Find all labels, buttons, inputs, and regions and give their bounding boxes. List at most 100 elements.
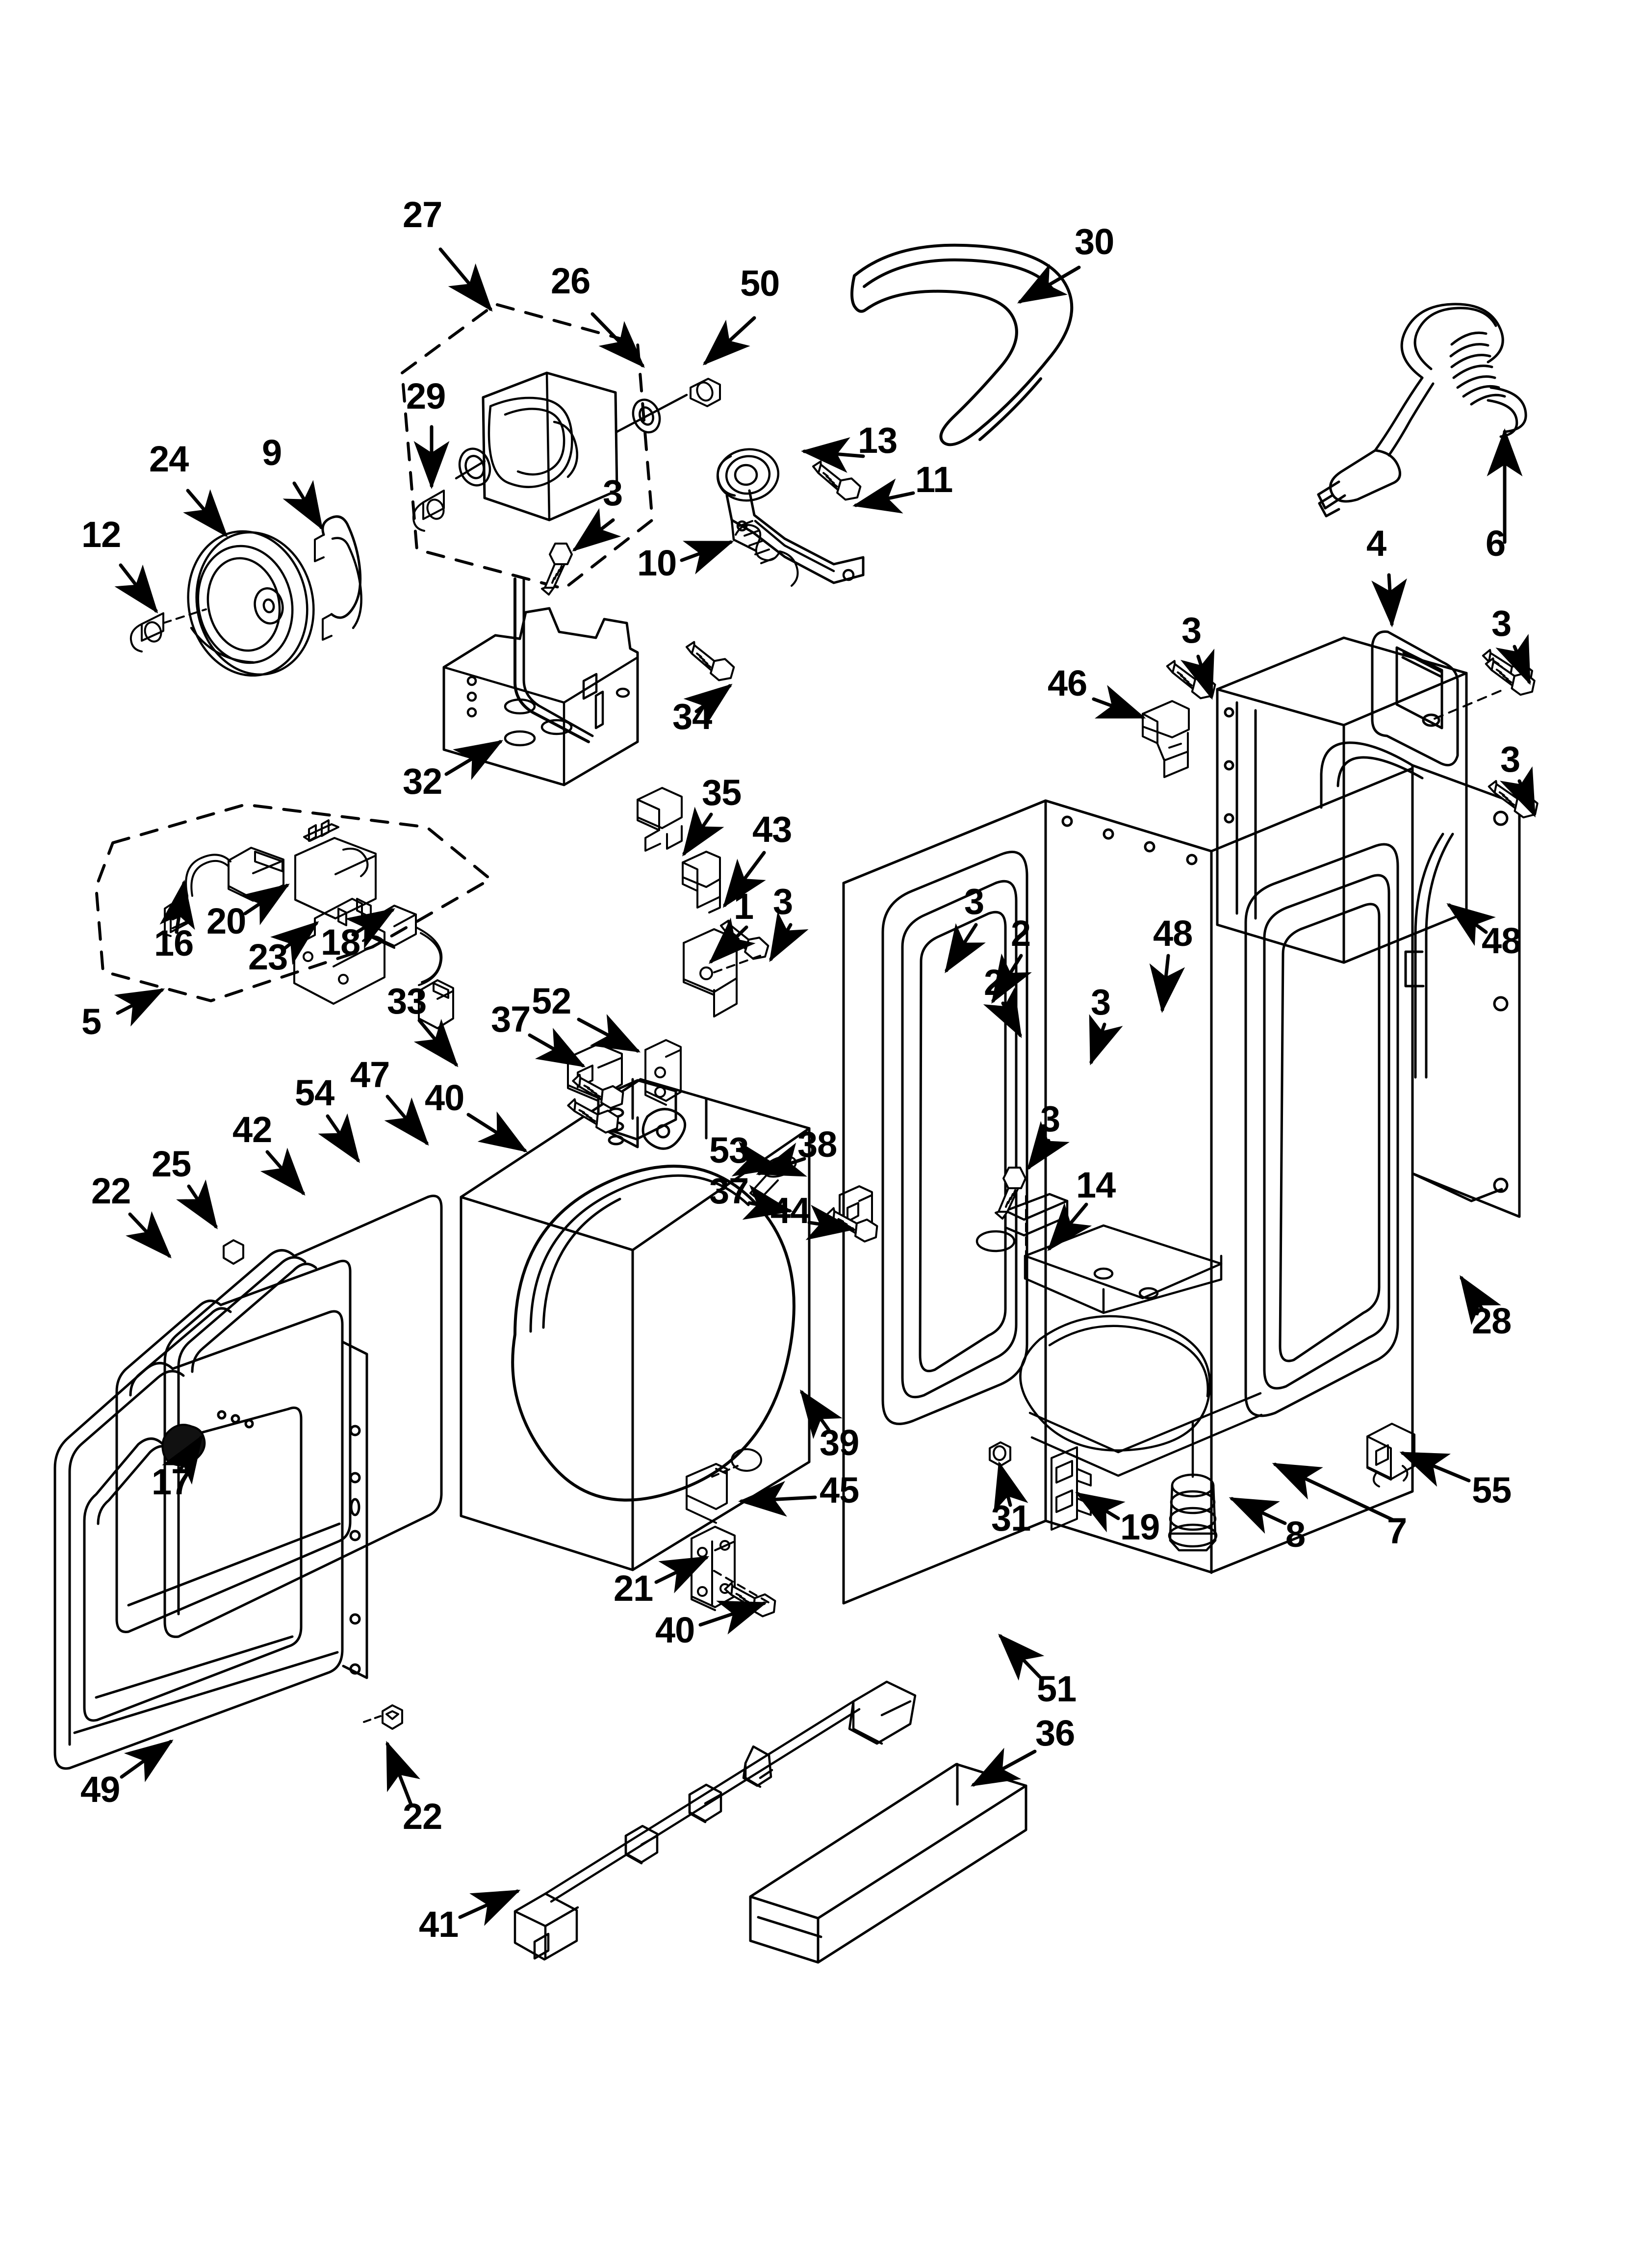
callout-number: 3 bbox=[1040, 1098, 1060, 1139]
callout-leader-arrow bbox=[120, 1739, 174, 1782]
callout-number: 48 bbox=[1153, 913, 1193, 954]
callout-number: 53 bbox=[709, 1130, 749, 1171]
callout-number: 3 bbox=[603, 472, 623, 513]
callout-number: 14 bbox=[1076, 1165, 1116, 1205]
callout-leader-arrow bbox=[466, 1111, 528, 1152]
callout-leader-arrow bbox=[680, 540, 734, 574]
callout-number: 42 bbox=[232, 1109, 272, 1150]
callout-number: 26 bbox=[551, 261, 590, 301]
callout-leader-arrow bbox=[698, 1600, 768, 1635]
callout-number: 51 bbox=[1037, 1668, 1077, 1709]
callout-number: 21 bbox=[614, 1568, 653, 1609]
callout-number: 2 bbox=[984, 962, 1004, 1003]
callout-number: 5 bbox=[81, 1001, 102, 1042]
callout-leader-arrow bbox=[1047, 1202, 1092, 1251]
callout-number: 9 bbox=[262, 432, 282, 473]
callout-leader-arrow bbox=[126, 1211, 172, 1259]
callout-number: 36 bbox=[1035, 1713, 1075, 1753]
callout-number: 45 bbox=[820, 1470, 859, 1511]
callout-number: 3 bbox=[1181, 610, 1202, 651]
callout-leader-arrow bbox=[769, 911, 809, 963]
callout-leader-arrow bbox=[345, 908, 395, 949]
callout-number: 16 bbox=[154, 923, 194, 964]
callout-leader-arrow bbox=[1371, 573, 1407, 627]
callout-leader-arrow bbox=[702, 316, 756, 365]
callout-number: 37 bbox=[709, 1171, 749, 1211]
callout-leader-arrow bbox=[1446, 903, 1496, 946]
callout-number: 17 bbox=[152, 1461, 191, 1502]
callout-leader-arrow bbox=[756, 1143, 807, 1177]
callout-number: 27 bbox=[403, 194, 442, 235]
callout-number: 40 bbox=[655, 1610, 695, 1650]
callout-number: 55 bbox=[1472, 1470, 1512, 1511]
callout-number: 7 bbox=[1387, 1511, 1407, 1551]
callout-leader-arrow bbox=[385, 1741, 420, 1806]
callout-leader-arrow bbox=[945, 923, 986, 973]
callout-number: 8 bbox=[1285, 1514, 1306, 1555]
callout-leader-arrow bbox=[270, 921, 319, 965]
callout-leader-arrow bbox=[1399, 1451, 1471, 1487]
callout-number: 18 bbox=[321, 922, 360, 963]
callout-leader-arrow bbox=[983, 987, 1022, 1039]
callout-leader-arrow bbox=[590, 312, 645, 368]
callout-number: 40 bbox=[425, 1077, 464, 1118]
callout-number: 25 bbox=[152, 1144, 191, 1184]
callout-leader-arrow bbox=[438, 247, 493, 312]
callout-leader-arrow bbox=[1026, 1121, 1070, 1171]
callout-number: 50 bbox=[740, 263, 780, 304]
callout-leader-arrow bbox=[183, 489, 228, 538]
callout-number: 46 bbox=[1048, 663, 1087, 704]
callout-leader-arrow bbox=[260, 1147, 306, 1196]
callout-number: 3 bbox=[1500, 739, 1520, 780]
callout-number: 3 bbox=[1491, 603, 1512, 644]
callout-leader-arrow bbox=[998, 1633, 1045, 1681]
callout-number: 30 bbox=[1075, 221, 1114, 262]
callout-leader-arrow bbox=[1229, 1497, 1287, 1534]
callout-number: 41 bbox=[419, 1904, 459, 1945]
callout-leader-arrow bbox=[1089, 1014, 1123, 1066]
callout-leader-arrow bbox=[1180, 649, 1215, 700]
callout-leader-arrow bbox=[852, 478, 915, 514]
callout-leader-arrow bbox=[683, 683, 733, 728]
callout-leader-arrow bbox=[413, 1018, 459, 1068]
callout-number: 31 bbox=[991, 1498, 1031, 1538]
callout-number: 52 bbox=[532, 981, 571, 1021]
callout-number: 1 bbox=[734, 886, 754, 927]
callout-number: 3 bbox=[773, 881, 793, 922]
callout-leader-arrow bbox=[240, 884, 290, 925]
callout-number: 11 bbox=[915, 459, 953, 500]
callout-leader-arrow bbox=[708, 917, 756, 964]
callout-number: 3 bbox=[964, 881, 984, 922]
callout-leader-arrow bbox=[970, 1747, 1037, 1787]
callout-number: 33 bbox=[387, 981, 427, 1021]
callout-number: 22 bbox=[403, 1796, 442, 1837]
callout-number: 48 bbox=[1482, 920, 1521, 961]
callout-leader-arrow bbox=[162, 1434, 203, 1485]
callout-leader-arrow bbox=[384, 1095, 429, 1146]
callout-number: 10 bbox=[637, 543, 677, 583]
callout-leader-arrow bbox=[994, 1461, 1028, 1512]
callout-number: 28 bbox=[1472, 1301, 1512, 1341]
callout-leader-arrow bbox=[176, 1179, 218, 1229]
callout-leader-arrow bbox=[1017, 263, 1081, 304]
callout-leader-arrow bbox=[801, 437, 865, 473]
callout-leader-arrow bbox=[722, 851, 766, 908]
callout-number: 12 bbox=[81, 514, 121, 555]
callout-leader-arrow bbox=[799, 1389, 843, 1439]
callout-number: 49 bbox=[80, 1769, 120, 1810]
callout-number: 24 bbox=[149, 439, 189, 479]
callout-number: 54 bbox=[295, 1072, 334, 1113]
callout-number: 38 bbox=[797, 1124, 837, 1165]
callout-leader-arrow bbox=[1149, 954, 1185, 1013]
callout-number: 29 bbox=[406, 376, 446, 417]
callout-leader-arrow bbox=[682, 807, 724, 857]
callout-leader-arrow bbox=[528, 1028, 586, 1068]
callout-leader-arrow bbox=[159, 880, 195, 934]
callout-leader-arrow bbox=[572, 508, 621, 552]
callout-leader-arrow bbox=[1460, 1275, 1501, 1325]
callout-leader-arrow bbox=[114, 563, 158, 614]
callout-leader-arrow bbox=[282, 480, 323, 530]
callout-number: 44 bbox=[770, 1190, 810, 1231]
callout-leader-arrow bbox=[1272, 1462, 1395, 1522]
